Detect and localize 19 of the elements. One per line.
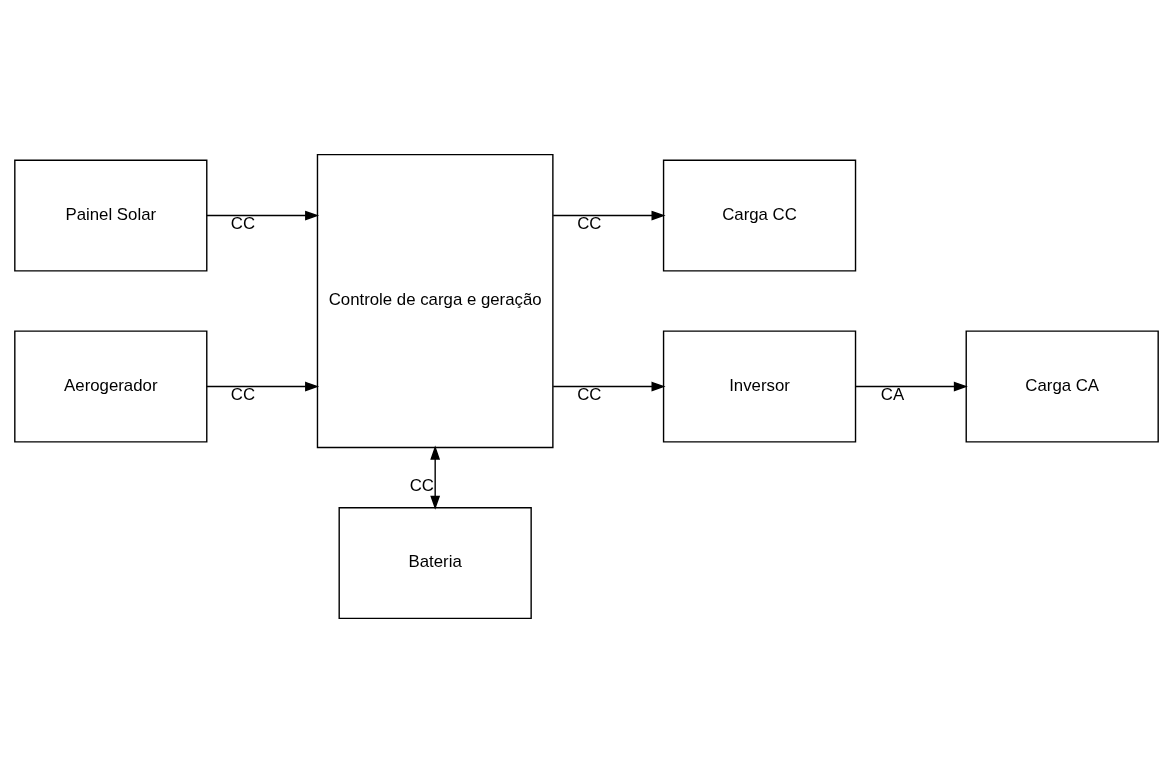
edge-label: CC [577,384,602,404]
node-box: Painel Solar [14,159,208,272]
node-box: Inversor [662,329,857,443]
node-box: Bateria [338,506,532,619]
edge-label: CA [880,384,905,404]
arrow [552,210,666,220]
edge-label: CC [409,475,434,495]
edge-label: CC [230,384,256,404]
arrow [206,210,320,220]
arrow [206,381,320,391]
arrow [552,381,666,391]
edge-label: CC [230,213,256,233]
node-box: Carga CC [662,159,857,272]
arrow [855,381,968,391]
arrow [430,445,441,510]
node-box: Aerogerador [14,329,208,443]
node-box: Carga CA [965,329,1159,443]
edge-label: CC [577,213,602,233]
node-box: Controle de carga e geração [316,153,554,448]
